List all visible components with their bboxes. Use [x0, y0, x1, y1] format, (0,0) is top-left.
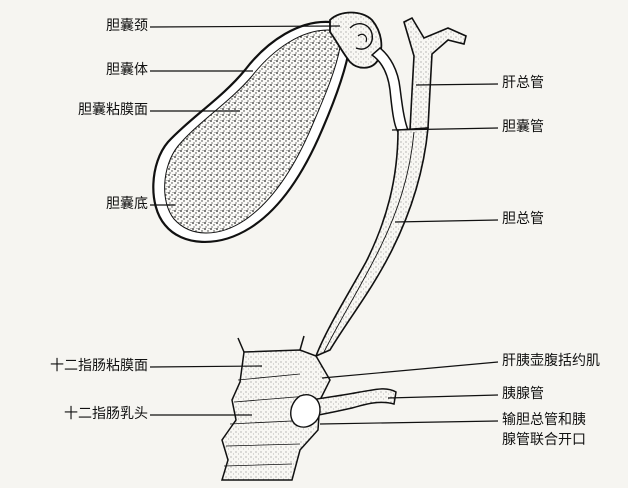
- common-hepatic-duct: [404, 18, 466, 130]
- label-duodenal-mucosa: 十二指肠粘膜面: [0, 358, 148, 375]
- label-sphincter-of-oddi: 肝胰壶腹括约肌: [502, 353, 600, 370]
- label-gallbladder-mucosa: 胆囊粘膜面: [20, 102, 148, 119]
- label-pancreatic-duct: 胰腺管: [502, 386, 544, 403]
- label-gallbladder-body: 胆囊体: [40, 62, 148, 79]
- label-duodenal-papilla: 十二指肠乳头: [0, 406, 148, 423]
- cystic-duct: [372, 48, 408, 132]
- label-gallbladder-neck: 胆囊颈: [40, 18, 148, 35]
- duodenal-papilla: [291, 395, 320, 427]
- label-common-bile-duct: 胆总管: [502, 211, 544, 228]
- label-cystic-duct: 胆囊管: [502, 119, 544, 136]
- label-common-opening-line2: 腺管联合开口: [502, 432, 586, 449]
- label-common-hepatic-duct: 肝总管: [502, 75, 544, 92]
- common-bile-duct: [316, 128, 428, 356]
- label-gallbladder-fundus: 胆囊底: [40, 196, 148, 213]
- label-common-opening-line1: 输胆总管和胰: [502, 412, 586, 429]
